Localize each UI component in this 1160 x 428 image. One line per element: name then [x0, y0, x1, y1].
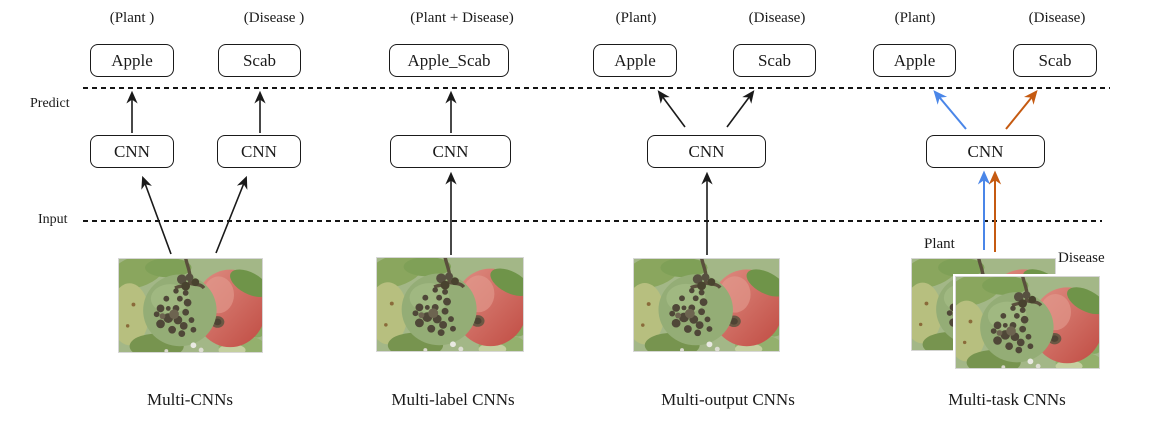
class-label: (Disease ) [243, 10, 305, 26]
output-box: Apple [593, 44, 677, 77]
output-box: Scab [218, 44, 301, 77]
output-box: Apple [873, 44, 956, 77]
apple-scab-photo [376, 257, 524, 352]
plant-image-label: Plant [924, 236, 955, 252]
predict-arrow [726, 90, 755, 128]
apple-scab-photo-disease [955, 276, 1100, 369]
apple-scab-photo [633, 258, 780, 352]
section-caption: Multi-output CNNs [661, 390, 795, 409]
disease-image-label: Disease [1058, 250, 1105, 266]
output-box: Scab [1013, 44, 1097, 77]
output-box: Apple_Scab [389, 44, 509, 77]
input-arrow [215, 175, 248, 254]
predict-axis-label: Predict [30, 96, 70, 111]
class-label: (Disease) [1028, 10, 1086, 26]
cnn-box: CNN [390, 135, 511, 168]
class-label: (Disease) [748, 10, 806, 26]
class-label: (Plant) [615, 10, 657, 26]
section-caption: Multi-CNNs [147, 390, 233, 409]
class-label: (Plant) [894, 10, 936, 26]
input-arrow [141, 175, 172, 255]
plant-task-predict-arrow [933, 90, 967, 130]
output-box: Apple [90, 44, 174, 77]
apple-scab-photo [118, 258, 263, 353]
cnn-box: CNN [217, 135, 301, 168]
class-label: (Plant + Disease) [410, 10, 514, 26]
cnn-box: CNN [90, 135, 174, 168]
output-box: Scab [733, 44, 816, 77]
class-label: (Plant ) [109, 10, 155, 26]
section-caption: Multi-task CNNs [948, 390, 1066, 409]
predict-arrow [657, 90, 686, 128]
cnn-box: CNN [926, 135, 1045, 168]
cnn-box: CNN [647, 135, 766, 168]
section-caption: Multi-label CNNs [391, 390, 515, 409]
disease-task-predict-arrow [1005, 90, 1038, 130]
input-axis-label: Input [38, 212, 68, 227]
